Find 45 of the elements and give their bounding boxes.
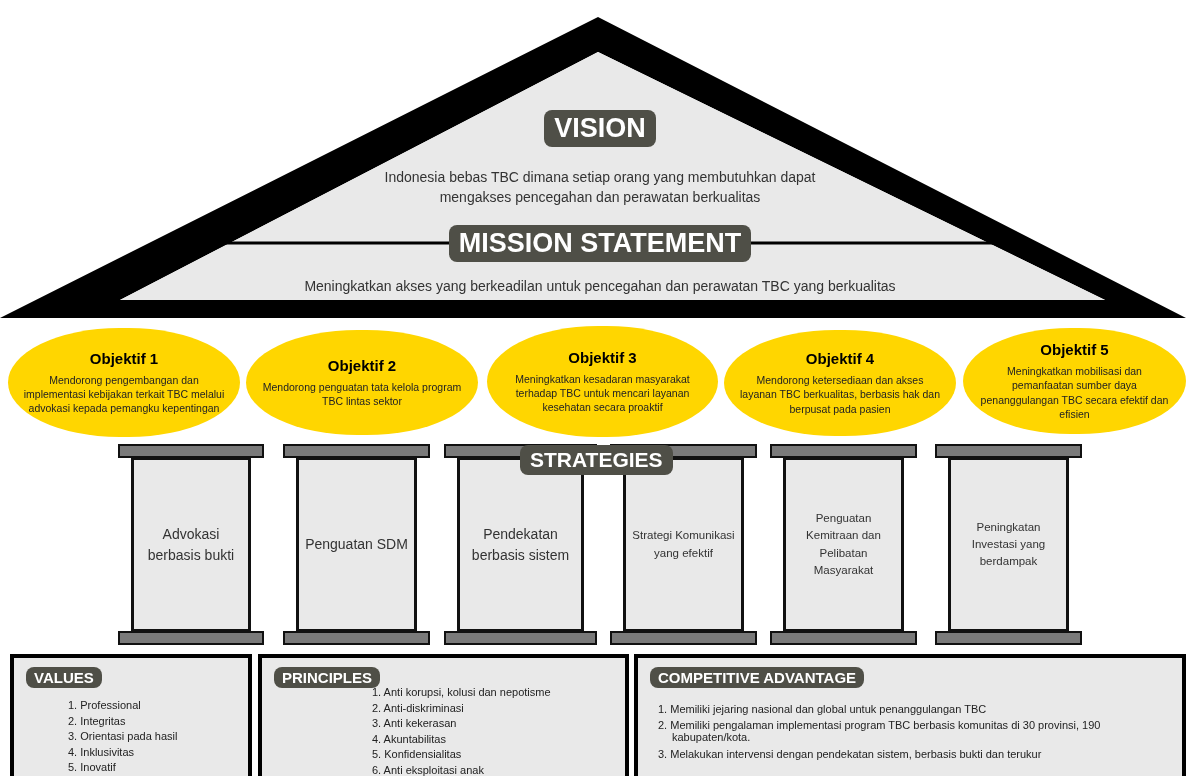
panel-heading: VALUES [26,667,102,688]
strategy-text: Peningkatan Investasi yang berdampak [970,519,1047,570]
objective-title: Objektif 3 [568,348,637,366]
section-heading: STRATEGIES [520,445,673,475]
list-item: 5. Inovatif [68,761,116,773]
pillar [296,457,417,632]
list-item: 1. Anti korupsi, kolusi dan nepotisme [372,686,551,698]
pillar [131,457,251,632]
list-item: 3. Anti kekerasan [372,717,457,729]
objective-title: Objektif 2 [327,356,397,374]
objective-text: Mendorong pengembangan dan implementasi kebijakan terkait TBC melalui advokasi kepada pemangku kepentingan [22,372,226,416]
list-item: 2. Anti-diskriminasi [372,701,464,714]
list-item: 4. Inklusivitas [68,745,135,758]
section-heading: MISSION STATEMENT [448,225,752,262]
info-panel [634,654,1186,776]
objective-text: Meningkatkan mobilisasi dan pemanfaatan sumber daya penanggulangan TBC secara efektif dan efisien [979,364,1170,421]
list-item: 2. Integritas [68,714,126,727]
objective-text: Mendorong ketersediaan dan akses layanan TBC berkualitas, berbasis hak dan berpusat pada pasien [739,373,941,416]
list-item: 5. Konfidensialitas [372,748,462,760]
pillar [948,457,1069,632]
list-item: 1. Professional [68,699,141,711]
strategy-text: Pendekatan berbasis sistem [470,524,571,565]
list-item: 3. Orientasi pada hasil [68,730,178,742]
strategy-text: Penguatan Kemitraan dan Pelibatan Masyarakat [805,511,882,578]
panel-heading: PRINCIPLES [274,667,380,688]
statement-text: Indonesia bebas TBC dimana setiap orang yang membutuhkan dapat mengakses pencegahan dan perawatan berkualitas [383,168,817,208]
info-panel [258,654,629,776]
objective-title: Objektif 5 [1040,341,1109,359]
list-item: 4. Akuntabilitas [372,732,446,745]
list-item: 3. Melakukan intervensi dengan pendekatan sistem, berbasis bukti dan terukur [658,748,1043,760]
objective-text: Mendorong penguatan tata kelola program TBC lintas sektor [261,379,463,409]
section-heading: VISION [544,110,656,147]
list-item: 1. Memiliki jejaring nasional dan global untuk penanggulangan TBC [658,703,988,715]
strategy-text: Strategi Komunikasi yang efektif [631,528,736,561]
strategy-text: Advokasi berbasis bukti [146,524,236,565]
objective-title: Objektif 1 [89,349,159,367]
panel-heading: COMPETITIVE ADVANTAGE [650,667,865,688]
objective-text: Meningkatkan kesadaran masyarakat terhadap TBC untuk mencari layanan kesehatan secara proaktif [514,371,691,415]
objective-title: Objektif 4 [805,350,875,368]
statement-text: Meningkatkan akses yang berkeadilan untuk pencegahan dan perawatan TBC yang berkualitas [303,277,897,296]
info-panel [10,654,252,776]
list-item: 2. Memiliki pengalaman implementasi program TBC berbasis komunitas di 30 provinsi, 190 kabupaten/kota. [658,719,1102,743]
strategy-text: Penguatan SDM [305,535,408,554]
list-item: 6. Anti eksploitasi anak [372,763,484,776]
pillar [783,457,904,632]
